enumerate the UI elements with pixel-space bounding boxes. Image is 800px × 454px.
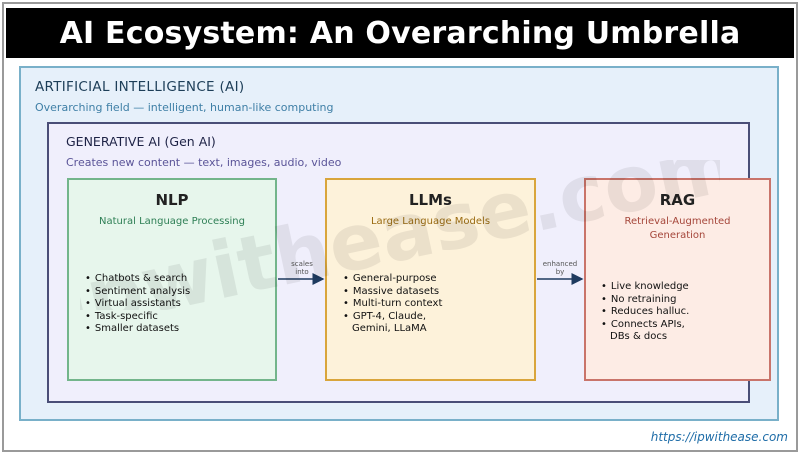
list-item: Task-specific	[85, 311, 190, 324]
list-item: No retraining	[601, 294, 689, 307]
list-item: Virtual assistants	[85, 298, 190, 311]
list-item: Smaller datasets	[85, 323, 190, 336]
title-banner: AI Ecosystem: An Overarching Umbrella	[6, 8, 794, 58]
rag-title: RAG	[659, 191, 696, 209]
nlp-list: Chatbots & search Sentiment analysis Vir…	[85, 273, 190, 336]
list-item: Chatbots & search	[85, 273, 190, 286]
llm-box: LLMs Large Language Models General-purpo…	[325, 178, 536, 381]
rag-list: Live knowledge No retraining Reduces hal…	[601, 281, 689, 344]
list-item: Massive datasets	[343, 286, 442, 299]
nlp-subtitle: Natural Language Processing	[99, 216, 245, 227]
list-item: General-purpose	[343, 273, 442, 286]
genai-heading: GENERATIVE AI (Gen AI)	[66, 134, 216, 149]
ai-heading: ARTIFICIAL INTELLIGENCE (AI)	[35, 79, 245, 95]
llm-subtitle: Large Language Models	[370, 216, 491, 227]
nlp-box: NLP Natural Language Processing Chatbots…	[67, 178, 277, 381]
llm-title: LLMs	[409, 191, 452, 209]
ai-subtitle: Overarching field — intelligent, human-l…	[35, 101, 334, 114]
rag-subtitle: Retrieval-Augmented Generation	[594, 215, 761, 243]
list-item-continuation: DBs & docs	[610, 331, 668, 342]
list-item-continuation: Gemini, LLaMA	[352, 323, 427, 334]
site-url-link[interactable]: https://ipwithease.com	[650, 430, 788, 444]
list-item: Connects APIs, DBs & docs	[601, 319, 689, 344]
arrow-label-enhanced-by: enhanced by	[542, 260, 578, 276]
llm-list: General-purpose Massive datasets Multi-t…	[343, 273, 442, 336]
genai-subtitle: Creates new content — text, images, audi…	[66, 156, 342, 169]
rag-box: RAG Retrieval-Augmented Generation Live …	[584, 178, 771, 381]
list-item: Sentiment analysis	[85, 286, 190, 299]
list-item: Multi-turn context	[343, 298, 442, 311]
nlp-title: NLP	[155, 191, 189, 209]
rag-subtitle-line2: Generation	[649, 230, 706, 241]
rag-subtitle-line1: Retrieval-Augmented	[624, 216, 731, 227]
list-item: GPT-4, Claude, Gemini, LLaMA	[343, 311, 442, 336]
arrow-label-scales-into: scales into	[291, 260, 313, 276]
page-title: AI Ecosystem: An Overarching Umbrella	[59, 15, 741, 51]
list-item: Reduces halluc.	[601, 306, 689, 319]
list-item: Live knowledge	[601, 281, 689, 294]
